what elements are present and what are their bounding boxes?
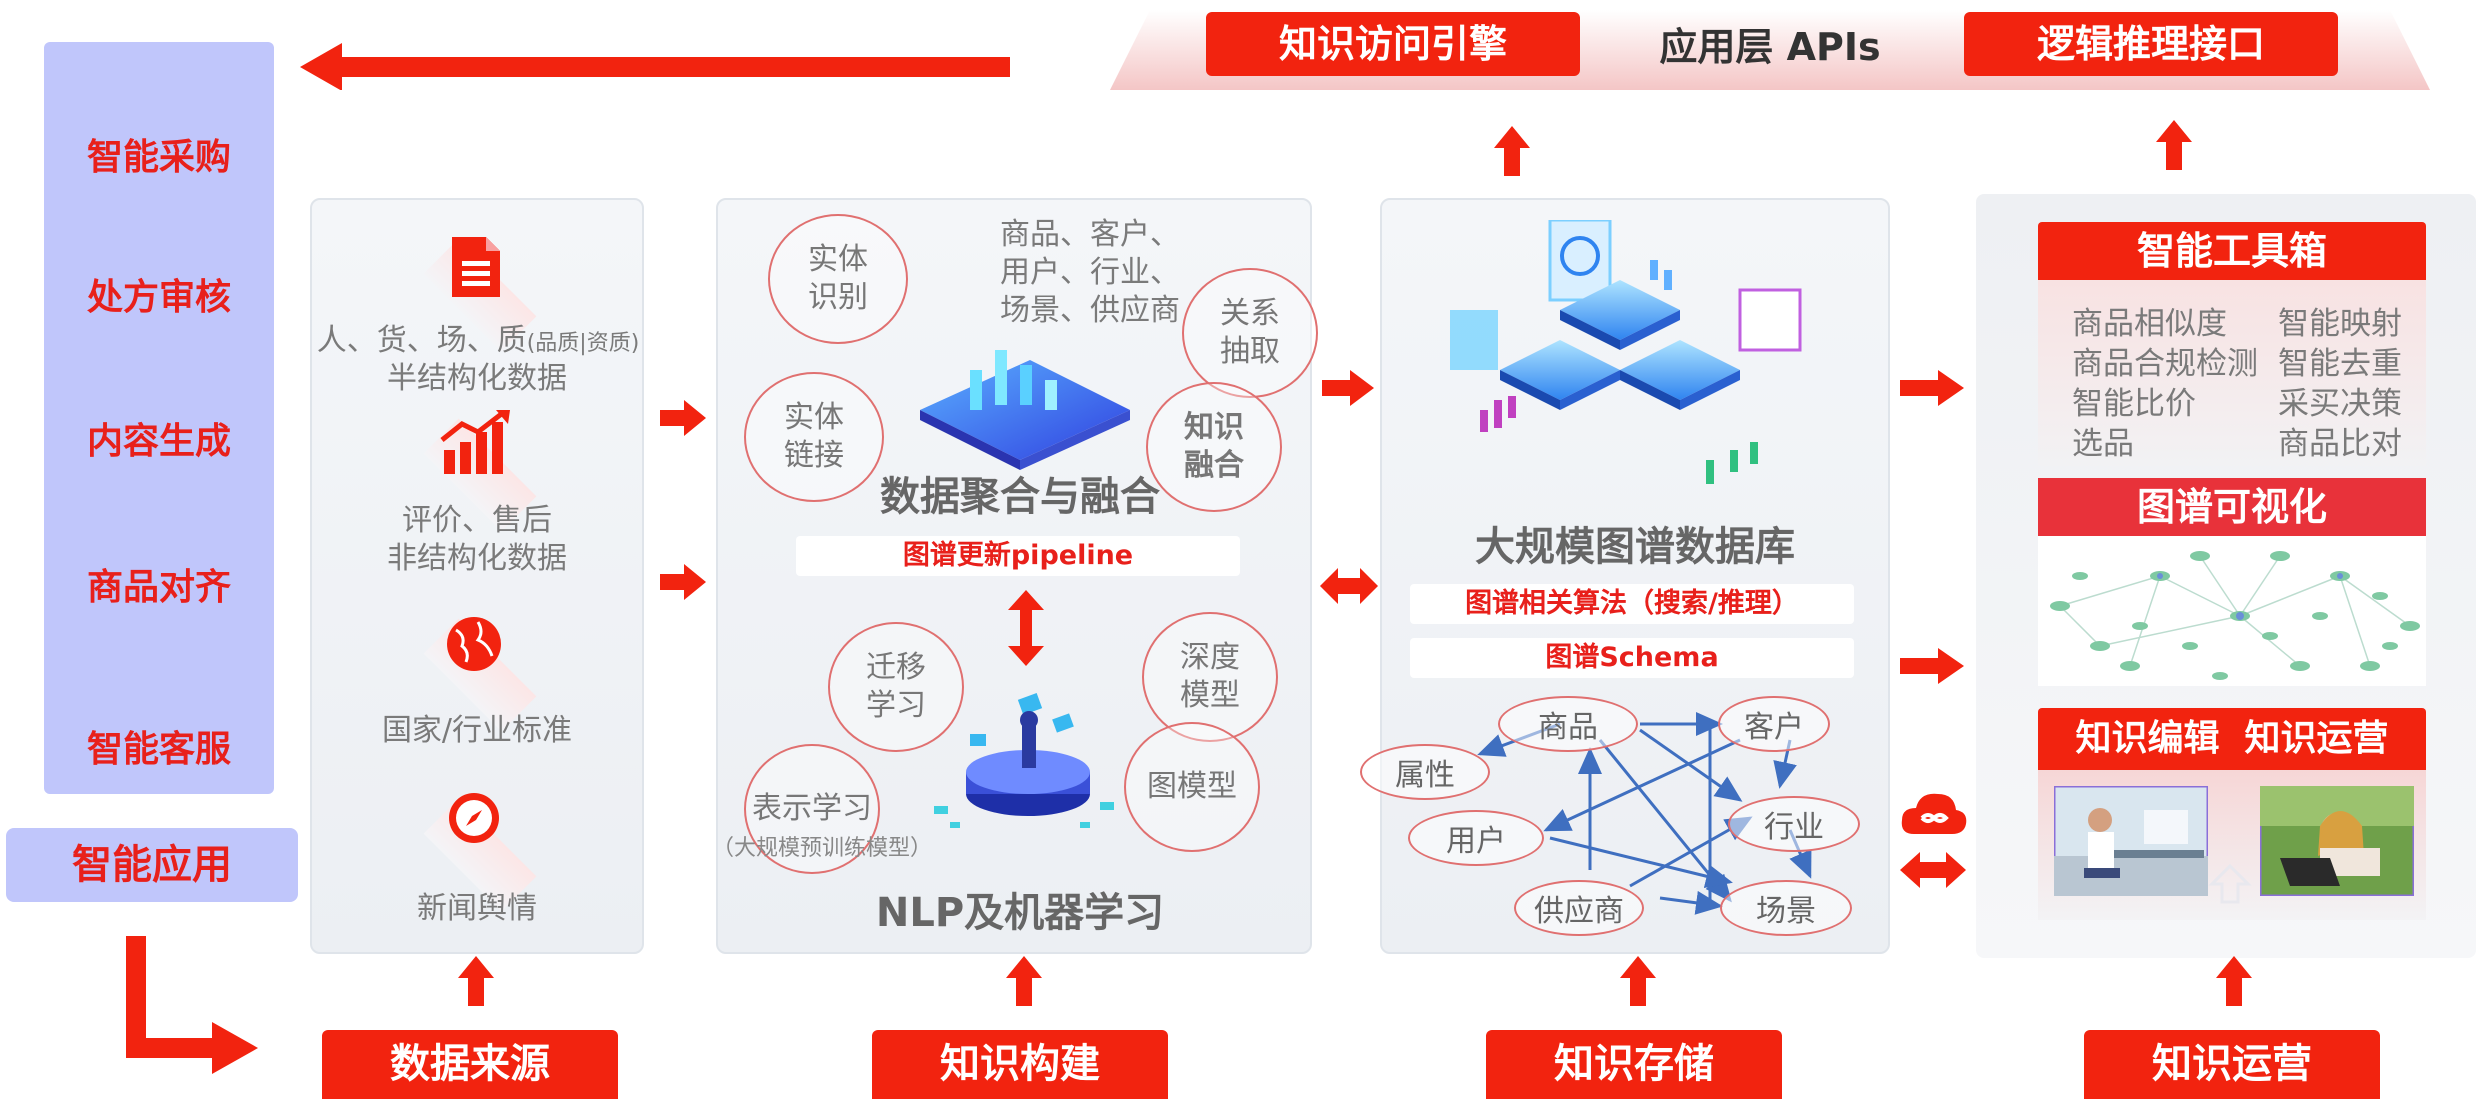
tool-right-0[interactable]: 智能映射 (2278, 306, 2402, 342)
ml-platform-illustration (934, 693, 1114, 828)
graph-model-circle: 图模型 (1124, 722, 1260, 852)
document-icon (452, 237, 500, 297)
toolbox-title[interactable]: 智能工具箱 (2038, 222, 2426, 280)
logic-reasoning-interface-box[interactable]: 逻辑推理接口 (1964, 12, 2338, 76)
tool-left-0[interactable]: 商品相似度 (2072, 306, 2227, 342)
smart-app-sidebar (44, 42, 274, 794)
sidebar-item-procurement[interactable]: 智能采购 (44, 128, 274, 180)
cloud-link-icon (1901, 793, 1967, 834)
toolbox-body (2038, 280, 2426, 466)
compass-icon (449, 793, 499, 843)
sidebar-item-label: 智能客服 (86, 729, 231, 770)
laptop-photo (2260, 786, 2414, 896)
graph-algorithm-bar: 图谱相关算法（搜索/推理） (1410, 584, 1854, 624)
share-icon (2208, 863, 2252, 904)
pretrain-note: （大规模预训练模型） (712, 836, 933, 861)
office-photo (2054, 786, 2208, 896)
sidebar-item-label: 处方审核 (86, 277, 231, 318)
deep-model-circle: 深度 模型 (1142, 612, 1278, 742)
source-line: 非结构化数据 (387, 541, 567, 576)
flow-arrow (660, 564, 706, 600)
graph-vis-title[interactable]: 图谱可视化 (2038, 478, 2426, 536)
source-line: 评价、售后 (402, 503, 552, 538)
nlp-title: NLP及机器学习 (875, 890, 1165, 936)
bidirectional-arrow (1900, 852, 1966, 888)
pipeline-bar: 图谱更新pipeline (796, 536, 1240, 576)
schema-node-customer: 客户 (1718, 696, 1830, 752)
flow-arrow (1322, 370, 1374, 406)
bidirectional-arrow (1008, 590, 1044, 666)
relation-extraction-circle: 关系 抽取 (1182, 268, 1318, 398)
tool-left-2[interactable]: 智能比价 (2072, 386, 2196, 422)
source-line: 新闻舆情 (417, 891, 537, 926)
source-line: 人、货、场、质(品质|资质) (316, 323, 640, 358)
source-line: 半结构化数据 (387, 361, 567, 396)
bottom-label-knowledge-storage[interactable]: 知识存储 (1486, 1030, 1782, 1099)
knowledge-access-engine-box[interactable]: 知识访问引擎 (1206, 12, 1580, 76)
growth-chart-icon (440, 410, 510, 474)
data-platform-illustration (920, 350, 1130, 470)
fusion-title: 数据聚合与融合 (880, 474, 1160, 520)
graph-vis-canvas (2038, 536, 2426, 686)
edit-ops-title[interactable]: 知识编辑 知识运营 (2038, 708, 2426, 770)
sidebar-item-product-alignment[interactable]: 商品对齐 (44, 558, 274, 610)
bottom-label-data-source[interactable]: 数据来源 (322, 1030, 618, 1099)
tool-left-1[interactable]: 商品合规检测 (2072, 346, 2258, 382)
bottom-label-knowledge-build[interactable]: 知识构建 (872, 1030, 1168, 1099)
tool-right-3[interactable]: 商品比对 (2278, 426, 2402, 462)
sidebar-item-customer-service[interactable]: 智能客服 (44, 720, 274, 772)
smart-application-footer[interactable]: 智能应用 (6, 828, 298, 902)
bottom-label-knowledge-ops[interactable]: 知识运营 (2084, 1030, 2380, 1099)
sidebar-item-label: 智能采购 (86, 137, 231, 178)
graph-schema-bar: 图谱Schema (1410, 638, 1854, 678)
schema-node-product: 商品 (1498, 696, 1638, 752)
up-arrow (458, 956, 494, 1006)
flow-arrow (660, 400, 706, 436)
knowledge-fusion-circle: 知识 融合 (1146, 382, 1282, 512)
entity-recognition-circle: 实体 识别 (768, 214, 908, 344)
flow-arrow (1900, 370, 1964, 406)
schema-node-industry: 行业 (1728, 796, 1860, 852)
schema-edges (1477, 712, 1812, 915)
up-arrow (1494, 126, 1530, 176)
sidebar-item-content-generation[interactable]: 内容生成 (44, 412, 274, 464)
flow-arrow (1900, 648, 1964, 684)
up-arrow (2216, 956, 2252, 1006)
source-line: 国家/行业标准 (381, 713, 573, 748)
return-arrow-left (300, 43, 1010, 90)
network-graph-illustration (2050, 551, 2420, 680)
storage-title: 大规模图谱数据库 (1475, 524, 1795, 570)
transfer-learning-circle: 迁移 学习 (828, 622, 964, 752)
schema-node-attribute: 属性 (1360, 744, 1490, 800)
bidirectional-arrow (1320, 568, 1378, 604)
tool-right-2[interactable]: 采买决策 (2278, 386, 2402, 422)
up-arrow (1620, 956, 1656, 1006)
schema-node-scenario: 场景 (1720, 880, 1852, 936)
schema-node-supplier: 供应商 (1514, 880, 1644, 936)
sidebar-item-prescription-review[interactable]: 处方审核 (44, 268, 274, 320)
representation-learning-circle: 表示学习 (744, 744, 880, 874)
tool-left-3[interactable]: 选品 (2072, 426, 2134, 462)
up-arrow (2156, 120, 2192, 170)
sidebar-item-label: 商品对齐 (86, 567, 231, 608)
schema-node-user: 用户 (1408, 810, 1544, 866)
graph-database-illustration (1450, 220, 1802, 484)
tool-right-1[interactable]: 智能去重 (2278, 346, 2402, 382)
elbow-arrow (126, 936, 258, 1074)
sidebar-item-label: 内容生成 (86, 421, 231, 462)
up-arrow (1006, 956, 1042, 1006)
entity-types-text: 商品、客户、 用户、行业、 场景、供应商 (1000, 217, 1180, 328)
globe-icon (447, 617, 501, 671)
entity-linking-circle: 实体 链接 (744, 372, 884, 502)
app-layer-api-label: 应用层 APIs (1659, 25, 1881, 69)
